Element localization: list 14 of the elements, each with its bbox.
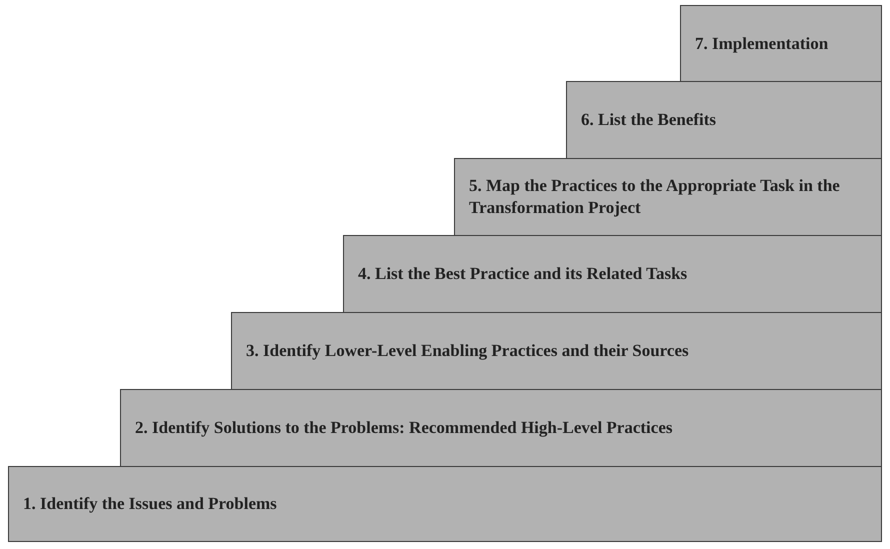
step-label: 4. List the Best Practice and its Related Tasks [357, 263, 688, 285]
stair-step [8, 466, 882, 542]
stair-step [120, 389, 882, 467]
stair-step [454, 158, 882, 236]
stair-step [566, 81, 882, 159]
stair-step [680, 5, 882, 82]
stair-step [343, 235, 882, 313]
stair-step [231, 312, 882, 390]
step-label: 7. Implementation [694, 32, 830, 54]
step-label: 5. Map the Practices to the Appropriate Task in the Transformation Project [468, 175, 841, 219]
step-label: 1. Identify the Issues and Problems [22, 493, 278, 515]
step-label: 6. List the Benefits [580, 109, 718, 131]
step-label: 3. Identify Lower-Level Enabling Practices and their Sources [245, 340, 690, 362]
step-label: 2. Identify Solutions to the Problems: Recommended High-Level Practices [134, 417, 674, 439]
